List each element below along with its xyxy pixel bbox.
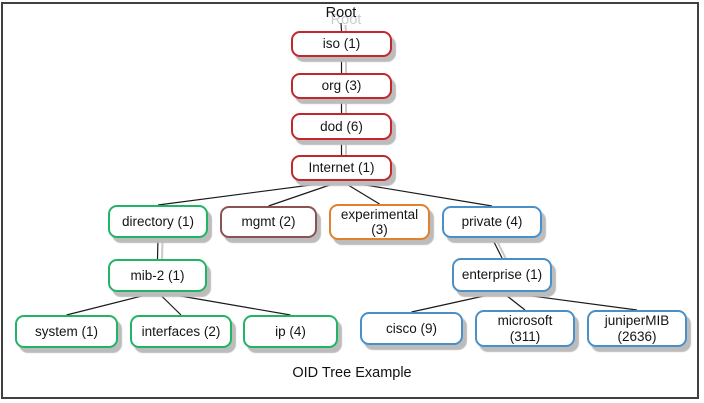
connector-line — [341, 180, 380, 205]
connector-line — [66, 291, 158, 316]
node-cisco: cisco (9) — [360, 312, 463, 345]
node-internet: Internet (1) — [291, 155, 392, 181]
connector-line — [268, 180, 342, 207]
connector-line — [501, 291, 638, 311]
node-private: private (4) — [442, 206, 542, 238]
node-mgmt: mgmt (2) — [220, 206, 317, 238]
connector-line — [157, 291, 291, 316]
node-junipermib: juniperMIB (2636) — [587, 310, 687, 347]
node-microsoft: microsoft (311) — [475, 310, 575, 347]
connector-line — [161, 239, 164, 262]
node-enterprise: enterprise (1) — [452, 258, 552, 292]
connector-line — [501, 291, 526, 311]
diagram-caption: OID Tree Example — [292, 365, 412, 381]
connector-line — [156, 237, 159, 260]
node-interfaces: interfaces (2) — [130, 315, 232, 348]
node-ip: ip (4) — [243, 315, 338, 348]
connector-line — [411, 291, 503, 313]
node-dod: dod (6) — [291, 113, 392, 140]
node-iso: iso (1) — [291, 31, 392, 57]
node-root: Root — [325, 5, 357, 22]
node-system: system (1) — [15, 315, 118, 348]
node-mib2: mib-2 (1) — [108, 259, 207, 292]
connector-line — [340, 22, 343, 32]
node-org: org (3) — [291, 73, 392, 99]
connector-line — [491, 237, 503, 259]
connector-line — [341, 180, 493, 207]
node-experimental: experimental (3) — [329, 204, 430, 240]
connector-line — [495, 239, 508, 261]
connector-line — [157, 180, 342, 206]
node-directory: directory (1) — [108, 205, 208, 238]
connector-line — [157, 291, 182, 316]
